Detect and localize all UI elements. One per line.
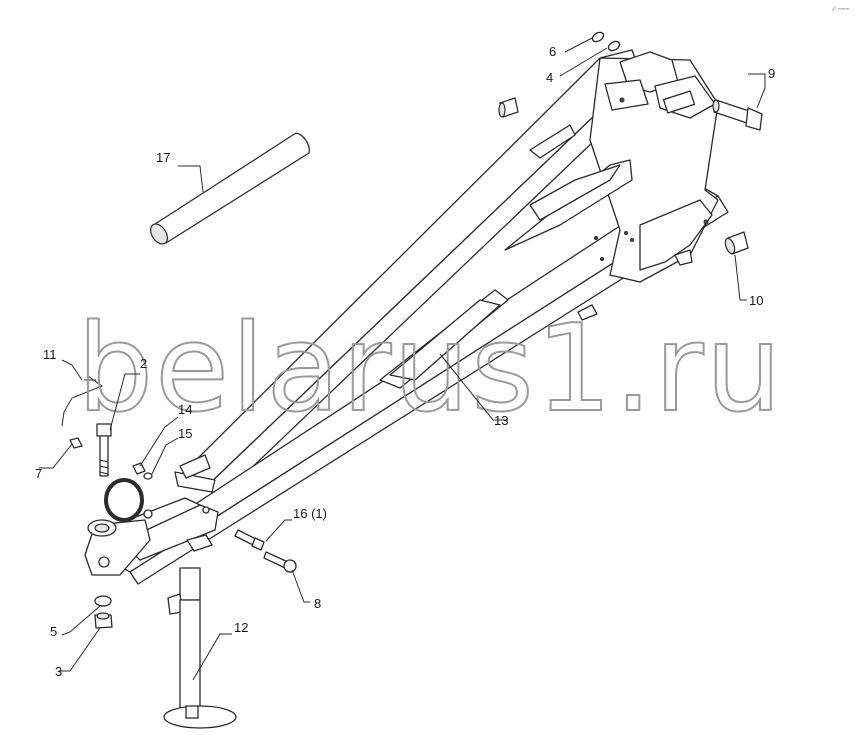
label-4: 4 (546, 70, 553, 85)
label-6: 6 (549, 44, 556, 59)
part-5-washer (94, 595, 112, 607)
corner-mark: ₐᵉ ₘₘₘ (832, 6, 850, 12)
part-7-nut (69, 437, 83, 449)
label-17: 17 (156, 150, 170, 165)
part-8-bolt (263, 551, 297, 573)
label-13: 13 (494, 413, 508, 428)
drawbar-frame (84, 49, 729, 585)
part-10-bushing (724, 231, 749, 255)
label-7: 7 (35, 466, 42, 481)
label-2: 2 (140, 356, 147, 371)
watermark-text: belarus1.ru (77, 300, 784, 439)
part-15-washer (143, 472, 153, 480)
part-9-pin (712, 99, 763, 131)
label-8: 8 (314, 596, 321, 611)
label-9: 9 (768, 66, 775, 81)
part-17-tube (150, 132, 310, 245)
part-2-bolt (96, 423, 112, 477)
label-14: 14 (178, 402, 192, 417)
part-4-washer (607, 40, 621, 52)
part-1-ring (104, 478, 144, 522)
label-12: 12 (234, 620, 248, 635)
label-15: 15 (178, 426, 192, 441)
part-16-bolt (234, 529, 265, 551)
leader-lines (39, 37, 766, 681)
part-14-nut (132, 462, 146, 475)
part-6-washer (591, 31, 605, 43)
label-5: 5 (50, 624, 57, 639)
label-10: 10 (749, 293, 763, 308)
label-3: 3 (55, 664, 62, 679)
label-16: 16 (1) (293, 506, 327, 521)
part-12-jack-stand (163, 534, 237, 729)
frame-bushing (498, 97, 519, 118)
part-3-nut (94, 612, 113, 629)
part-11-cotter (61, 375, 104, 427)
label-11: 11 (43, 347, 57, 362)
